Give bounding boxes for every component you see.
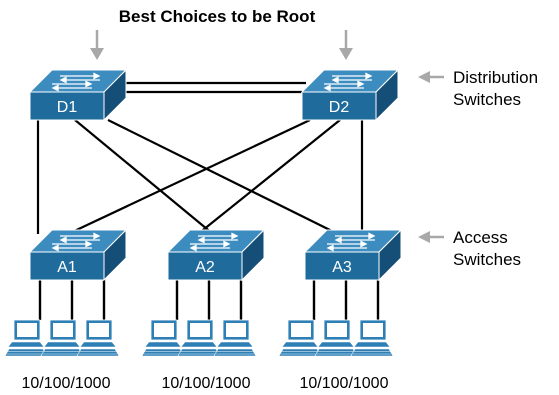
pc-group-a3 [278,319,394,357]
computer-icon [177,319,221,357]
access-label-line1: Access [453,228,508,247]
switch-d1: D1 [29,69,127,121]
computer-icon [350,319,394,357]
pc-group-a2 [141,319,257,357]
left-arrow-icon [418,71,444,83]
speed-label-a1: 10/100/1000 [22,375,111,392]
speed-label-a2: 10/100/1000 [162,375,251,392]
switch-d2: D2 [301,69,399,121]
distribution-label-line2: Switches [453,90,521,109]
link-d1-a2 [74,119,214,235]
switch-a3-label: A3 [332,259,352,276]
access-label-line2: Switches [453,250,521,269]
computer-icon [141,319,185,357]
switch-a2-icon [167,229,265,281]
switch-d1-label: D1 [57,99,78,116]
access-label-group: Access Switches [418,228,521,269]
diagram-title: Best Choices to be Root [119,7,316,26]
switch-a1-icon [29,229,127,281]
switch-d1-icon [29,69,127,121]
distribution-label-group: Distribution Switches [418,68,538,109]
link-d2-a2 [197,119,341,235]
link-d1-a3 [107,119,339,235]
link-d2-a1 [67,119,311,235]
computer-icon [76,319,120,357]
switch-d2-icon [301,69,399,121]
switch-d2-label: D2 [329,99,350,116]
speed-label-a3: 10/100/1000 [300,375,389,392]
links [36,81,364,235]
computer-icon [314,319,358,357]
distribution-label-line1: Distribution [453,68,538,87]
computer-icon [213,319,257,357]
computer-icon [40,319,84,357]
computer-icon [278,319,322,357]
pc-group-a1 [4,319,120,357]
switch-a2: A2 [167,229,265,281]
switch-a2-label: A2 [195,259,215,276]
switch-a1-label: A1 [57,259,77,276]
root-arrow-d2-icon [339,30,353,60]
switch-a3: A3 [304,229,402,281]
switch-a3-icon [304,229,402,281]
pc-drops [38,278,380,320]
switch-a1: A1 [29,229,127,281]
left-arrow-icon [418,231,444,243]
root-arrow-d1-icon [90,30,104,60]
computer-icon [4,319,48,357]
